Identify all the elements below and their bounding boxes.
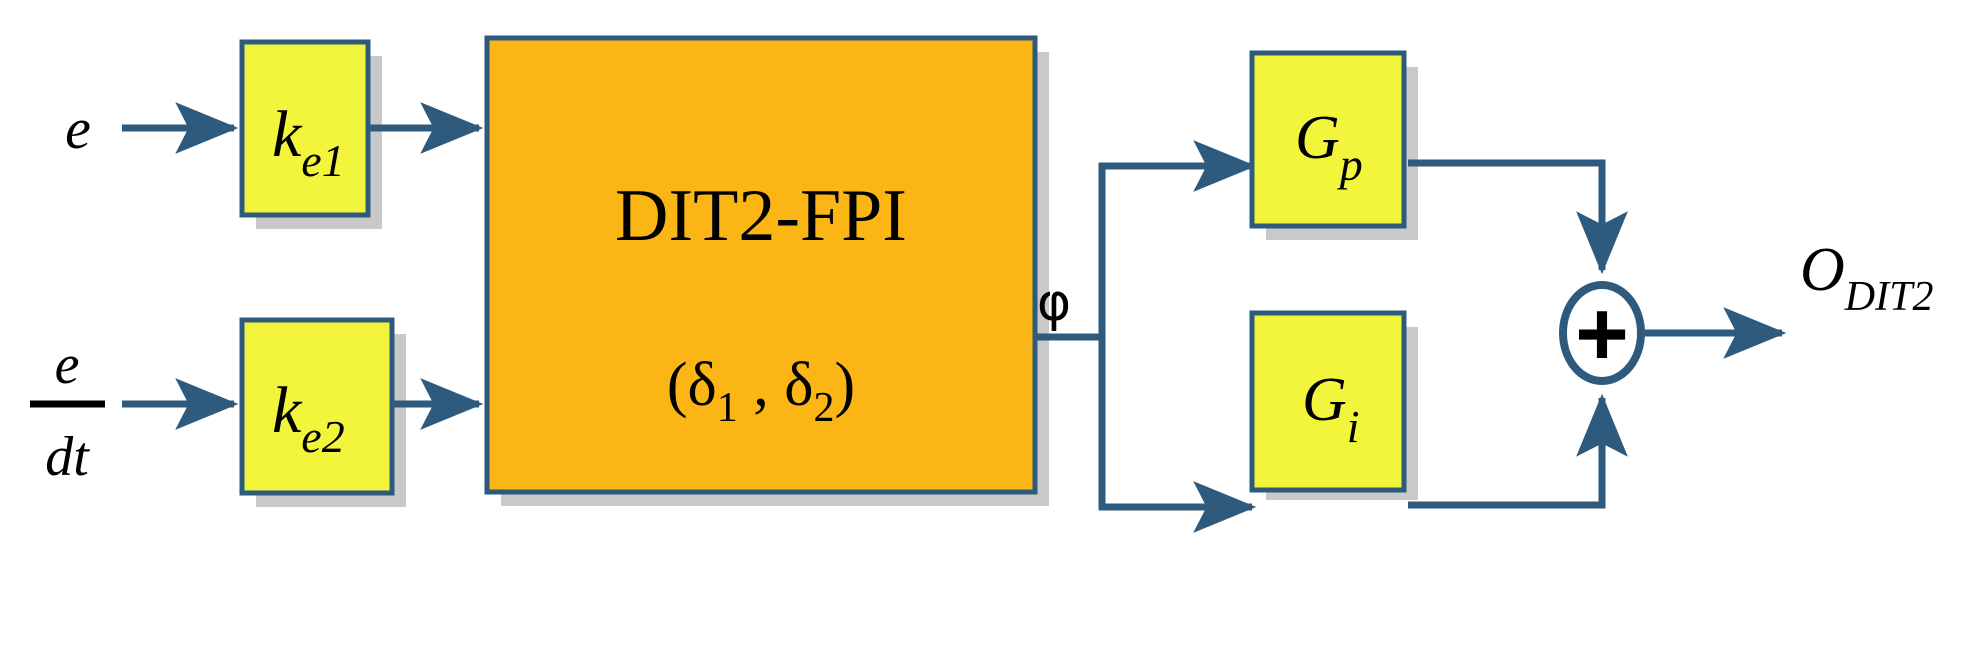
gi-label: Gi (1302, 366, 1360, 452)
block-ke1[interactable]: ke1 (239, 39, 371, 218)
signal-label-phi: φ (1037, 273, 1071, 333)
dedt-denominator: dt (45, 426, 90, 488)
dit2-title: DIT2-FPI (615, 175, 907, 257)
wire-gp-to-sum (1408, 159, 1628, 275)
gi-body[interactable] (1249, 310, 1407, 493)
wire-gi-to-sum (1408, 393, 1628, 509)
ke2-body[interactable] (239, 317, 395, 496)
gp-body[interactable] (1249, 50, 1407, 229)
ke1-body[interactable] (239, 39, 371, 218)
ke2-label: ke2 (272, 374, 345, 462)
input-label-e: e (65, 96, 91, 161)
dit2-body[interactable] (484, 35, 1038, 495)
gp-label: Gp (1295, 104, 1363, 190)
ke1-label: ke1 (272, 98, 345, 186)
sum-circle[interactable] (1559, 281, 1645, 385)
block-gp[interactable]: Gp (1249, 50, 1407, 229)
sum-operator: + (1575, 283, 1629, 385)
input-label-de-dt: e dt (30, 334, 105, 488)
connector-lines: k_e1 --> DIT2 --> k_e2 --> DIT2 --> bran… (122, 102, 1787, 533)
block-gi[interactable]: Gi (1249, 310, 1407, 493)
output-label: ODIT2 (1800, 236, 1933, 320)
summing-junction[interactable]: + (1559, 281, 1645, 385)
block-dit2-fpi[interactable]: DIT2-FPI (δ1 , δ2) (484, 35, 1038, 495)
dit2-params: (δ1 , δ2) (667, 351, 855, 431)
block-ke2[interactable]: ke2 (239, 317, 395, 496)
dedt-numerator: e (55, 334, 80, 396)
